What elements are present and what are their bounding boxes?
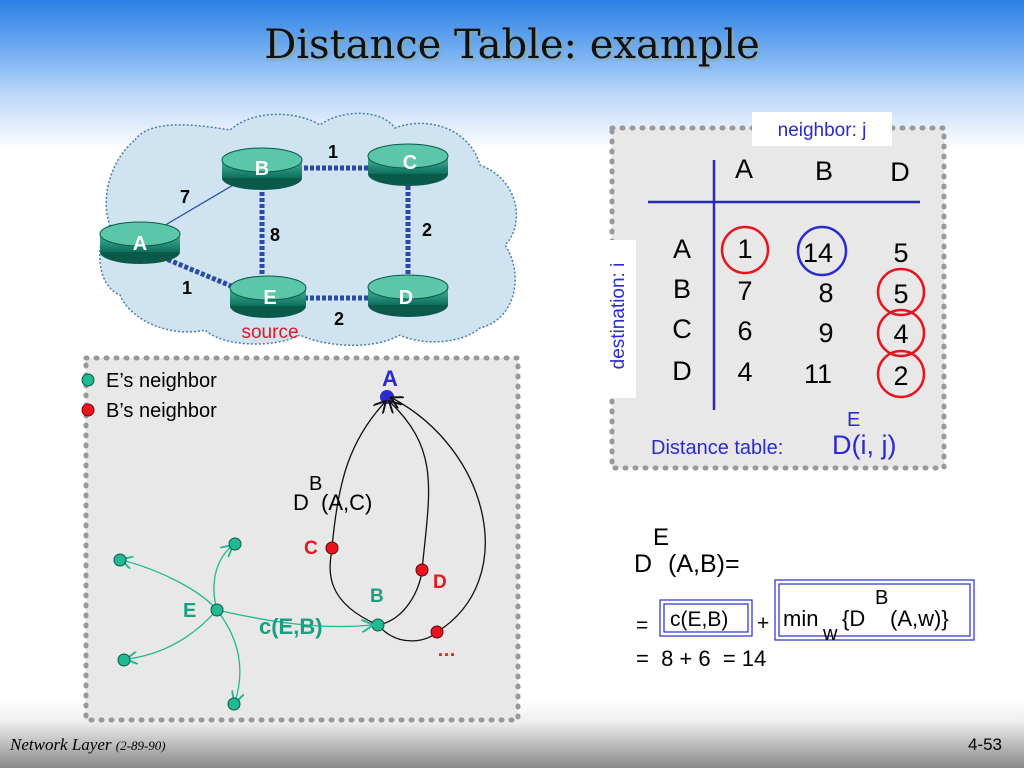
footer-chapter-small: (2-89-90)	[115, 738, 166, 753]
source-label: source	[241, 322, 298, 343]
cost-b-e: 8	[270, 225, 280, 245]
legend-b-dot	[81, 403, 95, 417]
cell-b-a: 7	[737, 276, 752, 306]
e-neighbor-node	[228, 537, 242, 551]
router-a-label: A	[133, 233, 147, 255]
formula: D E (A,B)= = c(E,B) + min w {D B (A,w)} …	[634, 524, 975, 671]
router-d-label: D	[399, 287, 413, 309]
e-neighbor-node	[117, 653, 131, 667]
highlight-circle-a-a	[720, 225, 770, 275]
cell-a-b: 14	[803, 238, 833, 268]
highlight-circle-b-d	[876, 267, 926, 317]
formula-brace-open: {D	[842, 606, 865, 631]
formula-d: D	[634, 550, 652, 578]
row-header-d: D	[672, 356, 692, 386]
highlight-circle-d-d	[876, 349, 926, 399]
legend-b-neighbor: B’s neighbor	[106, 400, 217, 422]
dest-a-label: A	[382, 366, 398, 391]
router-d: D	[367, 274, 449, 317]
cell-c-b: 9	[818, 318, 833, 348]
router-b-label: B	[255, 158, 269, 180]
router-c-label: C	[403, 152, 417, 174]
formula-min-sub: w	[822, 623, 838, 645]
ellipsis-label: …	[437, 640, 456, 661]
table-caption-sup: E	[847, 409, 860, 431]
slide-title: Distance Table: example	[264, 22, 760, 68]
cell-a-a: 1	[737, 234, 752, 264]
dest-a-node	[380, 390, 394, 404]
row-header-b: B	[673, 274, 691, 304]
node-ellipsis	[430, 625, 444, 639]
col-header-d: D	[890, 157, 910, 187]
cost-e-d: 2	[334, 309, 344, 329]
path-diagram: E’s neighbor B’s neighbor A D B (A,C) C …	[81, 355, 521, 723]
col-header-b: B	[815, 156, 833, 186]
cell-b-b: 8	[818, 278, 833, 308]
formula-eq: =	[636, 614, 648, 637]
node-b	[371, 618, 385, 632]
node-e-label: E	[183, 600, 196, 622]
cell-d-d: 2	[893, 361, 908, 391]
node-b-label: B	[370, 586, 384, 607]
e-neighbor-node	[113, 553, 127, 567]
col-header-a: A	[735, 154, 753, 184]
formula-min: min	[783, 606, 818, 631]
formula-brace-sup: B	[875, 587, 888, 609]
formula-line3: = 8 + 6 = 14	[636, 646, 766, 671]
neighbor-label: neighbor: j	[778, 120, 867, 141]
cell-c-a: 6	[737, 316, 752, 346]
formula-plus: +	[757, 612, 769, 635]
router-e: E	[229, 275, 307, 318]
cell-d-b: 11	[804, 359, 832, 389]
cost-c-d: 2	[422, 220, 432, 240]
destination-label: destination: i	[608, 263, 629, 370]
footer-left: Network Layer (2-89-90)	[10, 735, 166, 755]
cell-b-d: 5	[893, 279, 908, 309]
table-caption: Distance table:	[651, 437, 783, 459]
node-d-label: D	[433, 572, 447, 593]
row-header-a: A	[673, 234, 691, 264]
footer-chapter: Network Layer	[10, 735, 112, 754]
dbac-rest: (A,C)	[321, 490, 372, 515]
legend-e-neighbor: E’s neighbor	[106, 370, 217, 392]
cell-a-d: 5	[893, 238, 908, 268]
node-d	[415, 563, 429, 577]
node-e	[210, 603, 224, 617]
router-e-label: E	[263, 287, 276, 309]
router-a: A	[99, 221, 181, 264]
formula-brace-rest: (A,w)}	[890, 606, 949, 631]
ceb-label: c(E,B)	[259, 614, 323, 639]
formula-line1-rest: (A,B)=	[668, 550, 740, 578]
cost-a-e: 1	[182, 278, 192, 298]
distance-table: neighbor: j destination: i A B D A B C D…	[596, 112, 947, 471]
highlight-circle-a-b	[796, 225, 848, 277]
row-header-c: C	[672, 314, 692, 344]
legend-e-dot	[81, 373, 95, 387]
cell-c-d: 4	[893, 319, 908, 349]
formula-d-sup: E	[653, 524, 669, 551]
router-c: C	[367, 143, 449, 186]
cost-a-b: 7	[180, 187, 190, 207]
dbac-sup: B	[309, 473, 322, 495]
node-c	[325, 541, 339, 555]
page-number: 4-53	[967, 735, 1002, 754]
dbac-d: D	[293, 490, 309, 515]
highlight-circle-c-d	[876, 308, 926, 358]
table-caption-formula: D(i, j)	[832, 430, 896, 460]
formula-ceb: c(E,B)	[670, 608, 728, 631]
e-neighbor-node	[227, 697, 241, 711]
cell-d-a: 4	[737, 357, 752, 387]
cost-b-c: 1	[328, 142, 338, 162]
node-c-label: C	[304, 538, 318, 559]
router-b: B	[221, 147, 303, 190]
